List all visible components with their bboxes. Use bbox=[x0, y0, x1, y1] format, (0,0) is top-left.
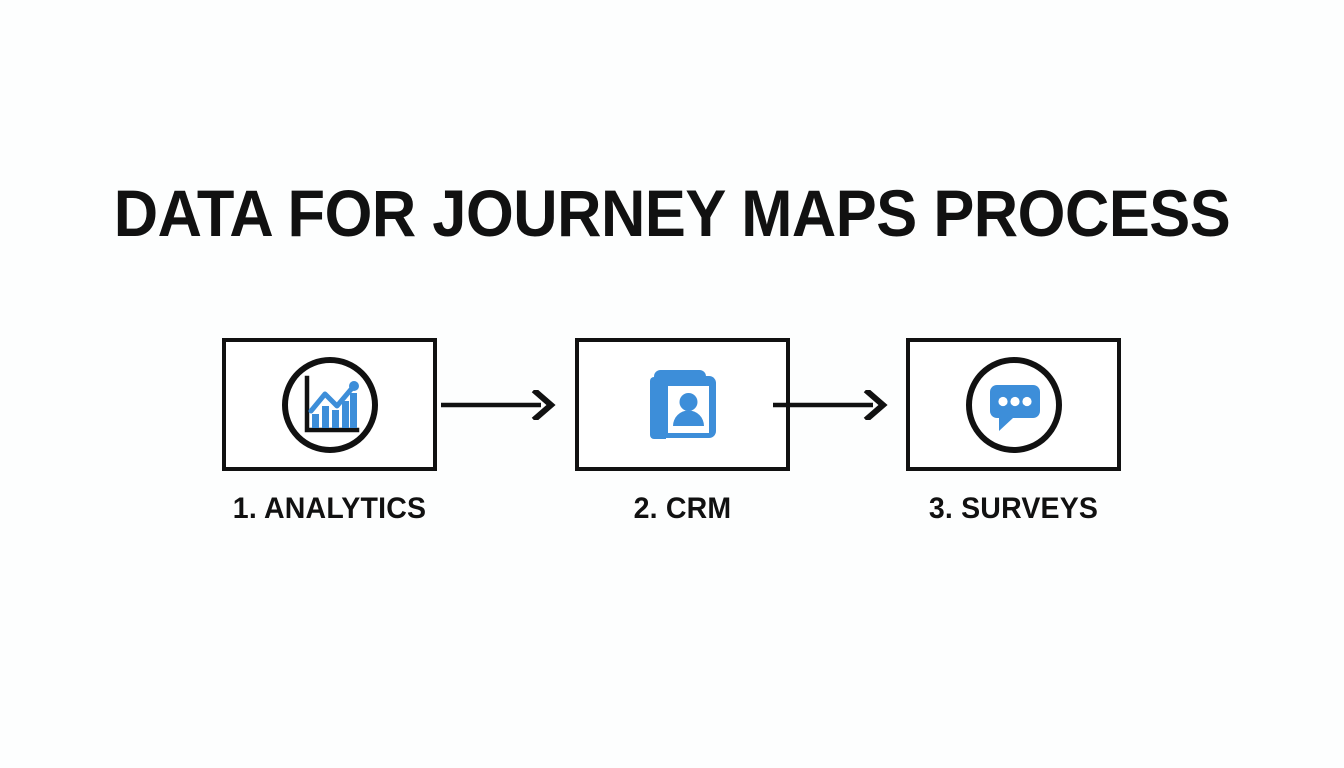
process-step-surveys[interactable]: 3. SURVEYS bbox=[906, 338, 1121, 526]
process-flow: 1. ANALYTICS bbox=[222, 338, 1122, 538]
page-title: DATA FOR JOURNEY MAPS PROCESS bbox=[113, 176, 1231, 250]
step-box-analytics[interactable] bbox=[222, 338, 437, 471]
process-step-crm[interactable]: 2. CRM bbox=[575, 338, 790, 526]
step-label-analytics: 1. ANALYTICS bbox=[232, 492, 427, 525]
analytics-chart-icon bbox=[278, 353, 382, 457]
step-box-surveys[interactable] bbox=[906, 338, 1121, 471]
contact-book-icon bbox=[631, 353, 735, 457]
process-step-analytics[interactable]: 1. ANALYTICS bbox=[222, 338, 437, 526]
arrow-right-icon bbox=[773, 387, 889, 423]
speech-bubble-icon bbox=[962, 353, 1066, 457]
step-label-crm: 2. CRM bbox=[633, 492, 732, 525]
step-label-surveys: 3. SURVEYS bbox=[928, 492, 1099, 525]
arrow-right-icon bbox=[441, 387, 557, 423]
step-box-crm[interactable] bbox=[575, 338, 790, 471]
